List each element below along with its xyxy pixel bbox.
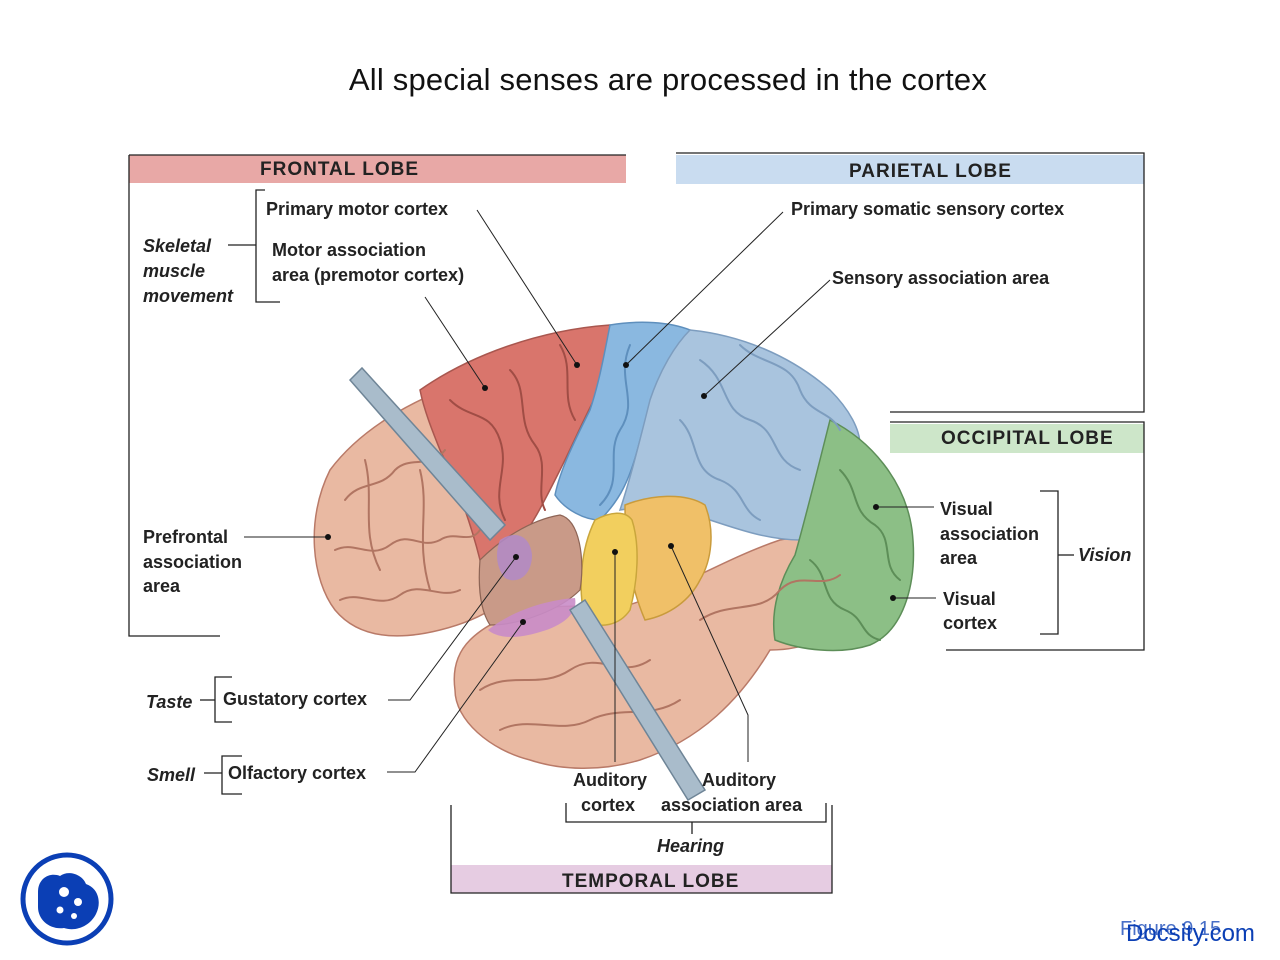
olfactory-label: Olfactory cortex [228, 763, 366, 783]
vision-function: Vision [1078, 545, 1131, 565]
occipital-lobe-band [890, 424, 1144, 453]
temporal-lobe-title: TEMPORAL LOBE [562, 871, 739, 892]
vision-bracket [1040, 490, 1059, 635]
olfactory-cortex-region [488, 598, 576, 637]
auditory-association-label-line2: association area [661, 795, 803, 815]
sensory-association-label: Sensory association area [832, 268, 1050, 288]
visual-association-label-line2: association [940, 524, 1039, 544]
temporal-lobe-region [453, 537, 853, 769]
gustatory-label: Gustatory cortex [223, 689, 367, 709]
temporal-lobe-band [451, 865, 832, 893]
skeletal-function-line1: Skeletal [143, 236, 212, 256]
taste-function: Taste [146, 692, 192, 712]
parietal-lobe-frame [676, 152, 1145, 413]
primary-somatic-label: Primary somatic sensory cortex [791, 199, 1064, 219]
hearing-bracket [565, 803, 827, 823]
occipital-gyri [809, 469, 901, 641]
smell-bracket [221, 755, 242, 795]
prefrontal-label-line3: area [143, 576, 181, 596]
skeletal-bracket [255, 189, 280, 303]
central-sulcus-pointer [348, 366, 507, 542]
frontal-lobe-title: FRONTAL LOBE [260, 159, 419, 180]
frontal-gyri [334, 449, 481, 602]
motor-gyri [449, 344, 576, 521]
sensory-association-region [618, 329, 861, 541]
somatic-gyri [599, 344, 631, 506]
occipital-lobe-frame [890, 421, 1145, 651]
auditory-cortex-label-line1: Auditory [573, 770, 647, 790]
primary-motor-cortex-label: Primary motor cortex [266, 199, 448, 219]
motor-association-label-line1: Motor association [272, 240, 426, 260]
figure-reference: Figure 9.15 [1120, 918, 1222, 940]
visual-cortex-label-line1: Visual [943, 589, 996, 609]
lateral-sulcus-pointer [568, 598, 707, 802]
motor-association-label-line2: area (premotor cortex) [272, 265, 464, 285]
smell-function: Smell [147, 765, 196, 785]
frontal-lobe-band [129, 155, 626, 183]
skeletal-function-line2: muscle [143, 261, 205, 281]
occipital-lobe-title: OCCIPITAL LOBE [941, 428, 1114, 449]
auditory-association-label-line1: Auditory [702, 770, 776, 790]
visual-association-label-line3: area [940, 548, 978, 568]
page-title: All special senses are processed in the … [348, 62, 988, 97]
brain-illustration [313, 321, 915, 802]
occipital-region [772, 418, 915, 652]
prefrontal-label-line2: association [143, 552, 242, 572]
prefrontal-label-line1: Prefrontal [143, 527, 228, 547]
docsity-logo-icon [20, 852, 114, 946]
temporal-lobe-frame [450, 805, 833, 894]
visual-association-label-line1: Visual [940, 499, 993, 519]
auditory-cortex-label-line2: cortex [581, 795, 635, 815]
parietal-lobe-title: PARIETAL LOBE [849, 161, 1012, 182]
parietal-lobe-band [676, 155, 1144, 184]
visual-cortex-label-line2: cortex [943, 613, 997, 633]
sensory-gyri [679, 344, 841, 521]
docsity-watermark-link[interactable]: Docsity.com [1126, 920, 1255, 947]
hearing-function: Hearing [657, 836, 724, 856]
skeletal-function-line3: movement [143, 286, 234, 306]
frontal-lobe-frame [128, 154, 626, 637]
